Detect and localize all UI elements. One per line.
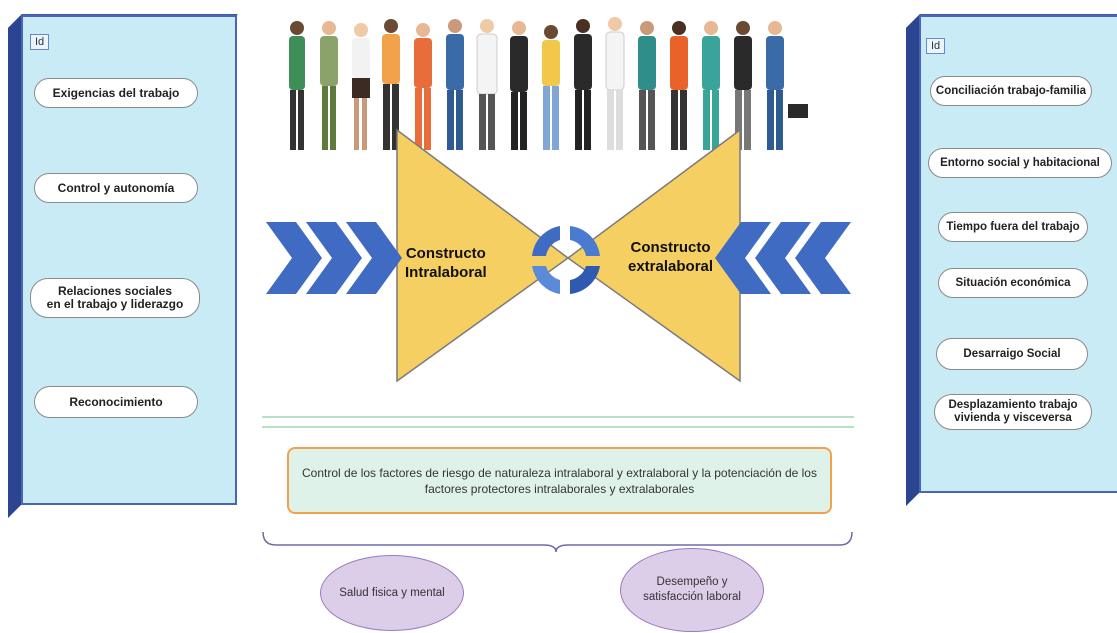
left-item-control: Control y autonomía <box>34 173 198 203</box>
right-item-desplazamiento: Desplazamiento trabajo vivienda y viscev… <box>934 394 1092 430</box>
right-item-entorno: Entorno social y habitacional <box>928 148 1112 178</box>
workers-illustration <box>289 17 808 150</box>
worker-figures <box>289 17 808 150</box>
right-chevrons <box>715 222 851 294</box>
right-item-situacion: Situación económica <box>938 268 1088 298</box>
left-item-exigencias: Exigencias del trabajo <box>34 78 198 108</box>
constructo-intralaboral-label: Constructo Intralaboral <box>405 245 487 281</box>
outcome-desempeno: Desempeño y satisfacción laboral <box>620 548 764 632</box>
right-item-conciliacion: Conciliación trabajo-familia <box>930 76 1092 106</box>
summary-box: Control de los factores de riesgo de nat… <box>287 447 832 514</box>
right-panel-tag: Id <box>926 38 946 54</box>
cycle-icon <box>532 226 600 294</box>
right-panel: Id Conciliación trabajo-familia Entorno … <box>906 14 1117 506</box>
left-chevrons <box>266 222 402 294</box>
left-panel: Id Exigencias del trabajo Control y auto… <box>8 14 238 518</box>
left-item-relaciones: Relaciones sociales en el trabajo y lide… <box>30 278 200 318</box>
left-panel-tag: Id <box>30 34 50 50</box>
summary-text: Control de los factores de riesgo de nat… <box>302 465 817 496</box>
outcome-salud: Salud fisica y mental <box>320 555 464 631</box>
brace <box>262 531 853 553</box>
left-item-reconocimiento: Reconocimiento <box>34 386 198 418</box>
right-item-tiempo: Tiempo fuera del trabajo <box>938 212 1088 242</box>
right-item-desarraigo: Desarraigo Social <box>936 338 1088 370</box>
constructo-extralaboral-label: Constructo extralaboral <box>628 239 714 275</box>
